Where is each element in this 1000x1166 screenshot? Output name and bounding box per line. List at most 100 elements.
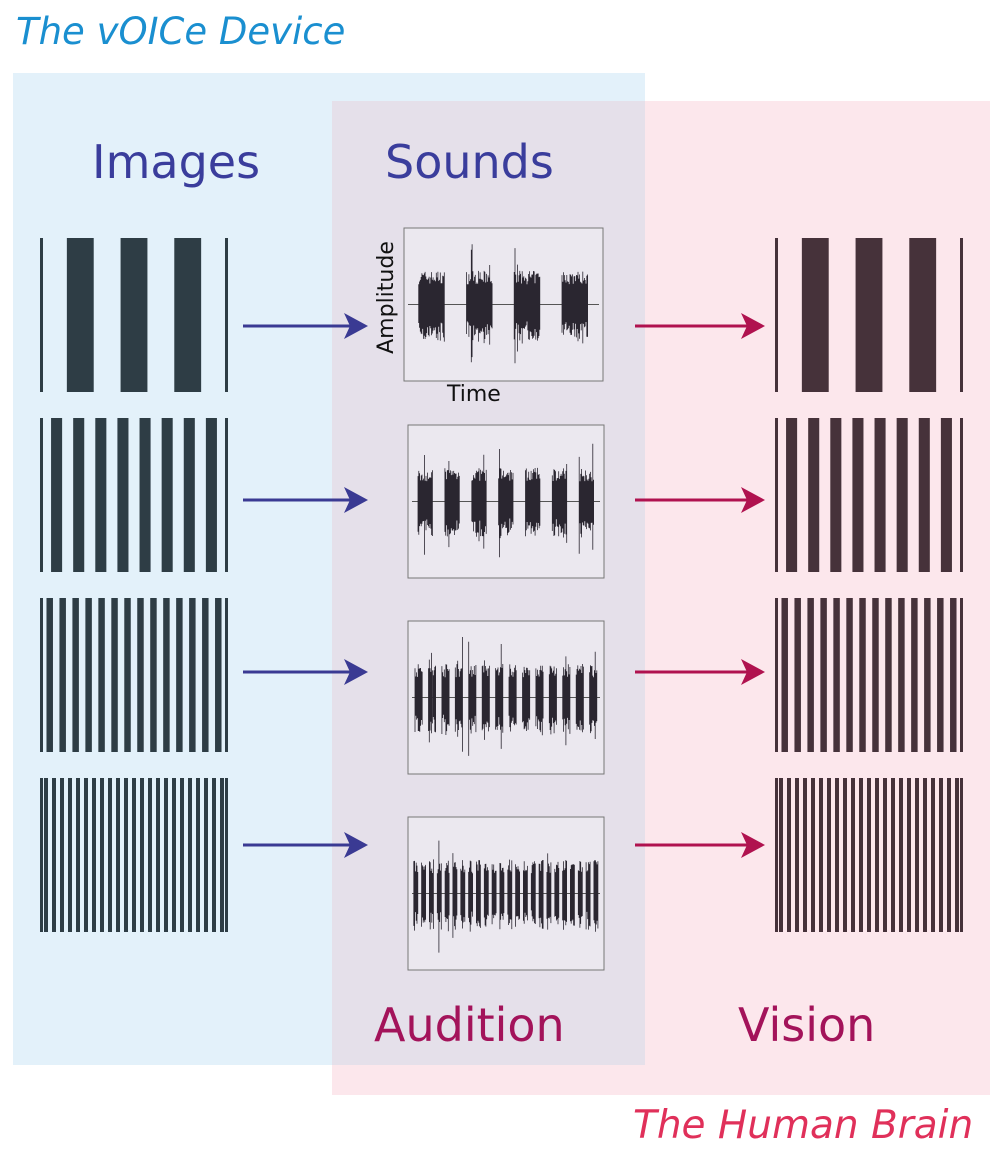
arrow-sound-to-vision-2 (635, 487, 765, 513)
grating-bar (852, 418, 864, 572)
perceived-image-4 (775, 778, 963, 932)
grating-bar (95, 418, 107, 572)
perceived-image-1 (775, 238, 963, 392)
time-label: Time (447, 382, 501, 407)
grating-bar (885, 598, 892, 752)
grating-bar (172, 778, 176, 932)
grating-bar (111, 598, 118, 752)
grating-bar (801, 238, 829, 392)
images-heading: Images (92, 135, 261, 189)
grating-bar (163, 598, 170, 752)
grating-bar (46, 598, 53, 752)
grating-bar (60, 778, 64, 932)
grating-bar (132, 778, 136, 932)
grating-bar (899, 778, 903, 932)
grating-bar (820, 598, 827, 752)
vision-heading: Vision (738, 998, 876, 1052)
grating-bar (937, 598, 944, 752)
grating-bar (931, 778, 935, 932)
grating-bar (835, 778, 839, 932)
grating-bar (150, 598, 157, 752)
waveform (417, 443, 594, 558)
grating-bar (148, 778, 152, 932)
grating-bar (867, 778, 871, 932)
grating-bar (212, 778, 216, 932)
input-image-4 (40, 778, 228, 932)
grating-bar (808, 418, 820, 572)
grating-bar (811, 778, 815, 932)
grating-bar (859, 778, 863, 932)
grating-bar (76, 778, 80, 932)
audition-heading: Audition (374, 998, 565, 1052)
grating-bar (896, 418, 908, 572)
grating-bar (92, 778, 96, 932)
grating-bar (779, 778, 783, 932)
grating-bar (44, 778, 48, 932)
grating-bar (940, 418, 952, 572)
grating-bar (174, 238, 202, 392)
grating-bar (202, 598, 209, 752)
grating-bar (915, 778, 919, 932)
grating-bar (955, 778, 959, 932)
grating-bar (923, 778, 927, 932)
grating-bar (891, 778, 895, 932)
grating-bar (73, 418, 85, 572)
grating-bar (874, 418, 886, 572)
grating-bar (156, 778, 160, 932)
grating-bar (120, 238, 148, 392)
grating-bar (51, 418, 63, 572)
arrow-image-to-sound-4 (243, 832, 368, 858)
grating-bar (807, 598, 814, 752)
grating-bar (787, 778, 791, 932)
grating-bar (164, 778, 168, 932)
grating-bar (180, 778, 184, 932)
grating-bar (795, 778, 799, 932)
grating-bar (124, 778, 128, 932)
waveform (418, 244, 588, 364)
grating-bar (116, 778, 120, 932)
grating-bar (84, 778, 88, 932)
input-image-2 (40, 418, 228, 572)
grating-bar (907, 778, 911, 932)
grating-bar (189, 598, 196, 752)
input-image-3 (40, 598, 228, 752)
waveform (414, 637, 598, 756)
grating-bar (819, 778, 823, 932)
input-image-1 (40, 238, 228, 392)
grating-bar (898, 598, 905, 752)
sound-plot-4 (407, 816, 605, 971)
grating-bar (52, 778, 56, 932)
grating-bar (59, 598, 66, 752)
grating-bar (68, 778, 72, 932)
grating-bar (883, 778, 887, 932)
grating-bar (827, 778, 831, 932)
sound-plot-1 (403, 227, 604, 382)
grating-bar (161, 418, 173, 572)
grating-bar (855, 238, 883, 392)
grating-bar (939, 778, 943, 932)
device-title: The vOICe Device (16, 10, 346, 53)
grating-bar (66, 238, 94, 392)
waveform (413, 840, 599, 953)
grating-bar (140, 778, 144, 932)
grating-bar (833, 598, 840, 752)
grating-bar (911, 598, 918, 752)
grating-bar (875, 778, 879, 932)
grating-bar (950, 598, 957, 752)
grating-bar (220, 778, 224, 932)
grating-bar (205, 418, 217, 572)
grating-bar (872, 598, 879, 752)
brain-title: The Human Brain (633, 1103, 974, 1148)
grating-bar (909, 238, 937, 392)
grating-bar (803, 778, 807, 932)
grating-bar (786, 418, 798, 572)
grating-bar (204, 778, 208, 932)
arrow-image-to-sound-2 (243, 487, 368, 513)
perceived-image-2 (775, 418, 963, 572)
grating-bar (100, 778, 104, 932)
sound-plot-3 (407, 620, 605, 775)
grating-bar (851, 778, 855, 932)
grating-bar (215, 598, 222, 752)
grating-bar (859, 598, 866, 752)
